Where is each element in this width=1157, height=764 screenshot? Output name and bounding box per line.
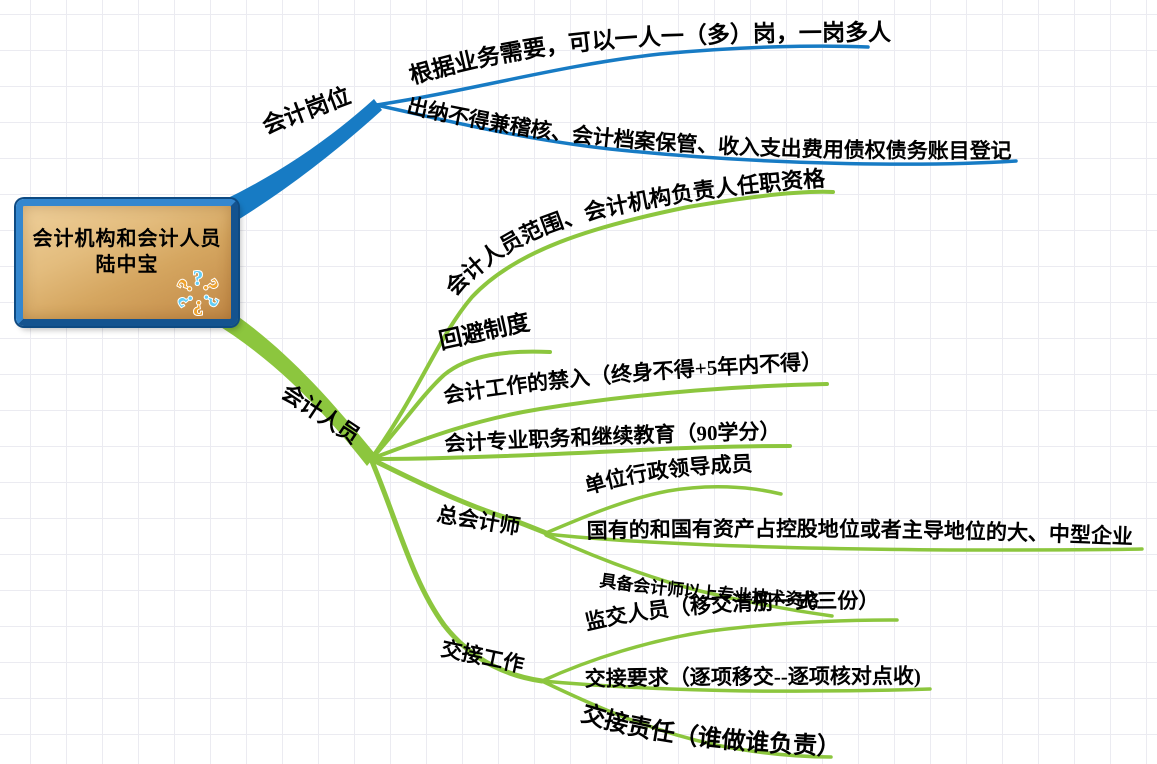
node-handover-item-2[interactable]: 交接责任（谁做谁负责） bbox=[578, 699, 841, 761]
node-positions-item-1[interactable]: 出纳不得兼稽核、会计档案保管、收入支出费用债权债务账目登记 bbox=[405, 94, 1012, 163]
question-glyph: ? bbox=[193, 266, 204, 290]
node-chief-item-0-line bbox=[544, 485, 783, 535]
question-glyph: ? bbox=[193, 296, 204, 320]
root-title-line1: 会计机构和会计人员 bbox=[32, 228, 222, 250]
root-title: 会计机构和会计人员 陆中宝 bbox=[23, 226, 231, 278]
branch-handover-line bbox=[368, 456, 545, 684]
branch-chief-line bbox=[368, 456, 549, 536]
node-chief-item-2-line bbox=[544, 533, 834, 618]
root-title-line2: 陆中宝 bbox=[95, 254, 159, 276]
node-handover-item-2-line bbox=[540, 679, 833, 759]
branch-personnel-label[interactable]: 会计人员 bbox=[277, 379, 364, 448]
question-marks-icon: ? ? ? ? ? ? bbox=[171, 265, 225, 321]
root-topic[interactable]: 会计机构和会计人员 陆中宝 ? ? ? ? ? ? bbox=[16, 199, 238, 326]
node-positions-item-0-line bbox=[374, 44, 870, 107]
node-personnel-item-2[interactable]: 会计工作的禁入（终身不得+5年内不得） bbox=[442, 350, 823, 408]
node-handover-item-1[interactable]: 交接要求（逐项移交--逐项核对点收) bbox=[585, 664, 921, 691]
branch-positions-line bbox=[222, 99, 382, 223]
node-personnel-item-0-line bbox=[369, 189, 835, 461]
node-personnel-item-1-line bbox=[369, 349, 552, 461]
node-positions-item-1-line bbox=[374, 103, 1018, 166]
node-personnel-item-2-line bbox=[369, 382, 829, 461]
node-personnel-item-3-line bbox=[369, 444, 792, 461]
node-chief-item-1-line bbox=[544, 532, 1144, 552]
branch-personnel-line bbox=[211, 304, 376, 466]
node-personnel-item-1[interactable]: 回避制度 bbox=[437, 308, 533, 353]
node-handover-item-1-line bbox=[540, 679, 932, 693]
node-handover-item-0-line bbox=[540, 618, 899, 683]
branch-handover-label[interactable]: 交接工作 bbox=[439, 636, 526, 677]
node-personnel-item-0[interactable]: 会计人员范围、会计机构负责人任职资格 bbox=[441, 166, 827, 301]
